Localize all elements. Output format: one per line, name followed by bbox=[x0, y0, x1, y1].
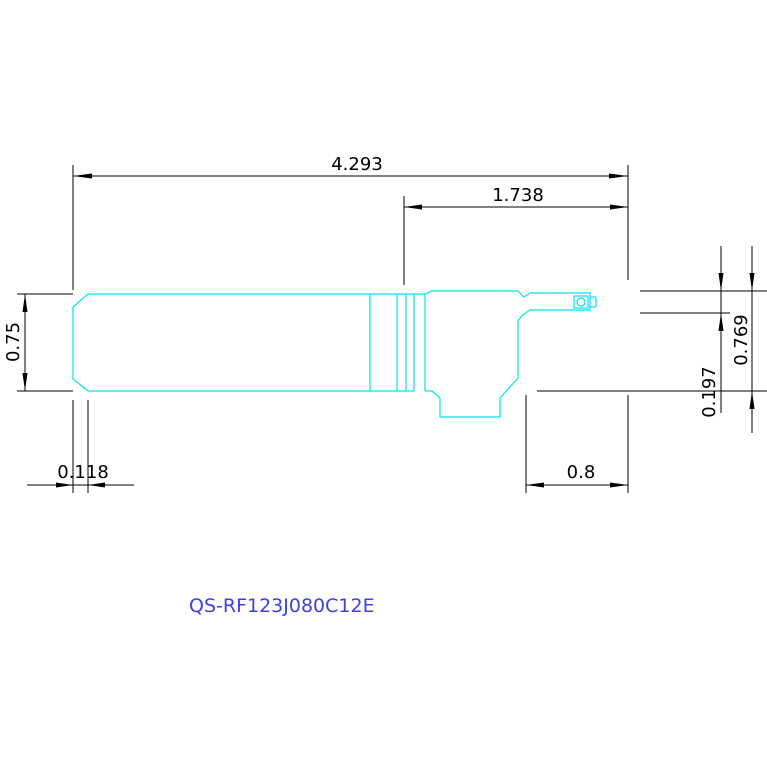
head-outline bbox=[414, 290, 591, 418]
dim-diameter: 0.75 bbox=[3, 293, 73, 392]
part-number: QS-RF123J080C12E bbox=[189, 595, 375, 617]
bolt-icon bbox=[573, 295, 597, 309]
dim-reach: 0.8 bbox=[525, 395, 629, 493]
dim-heights: 0.197 0.769 bbox=[537, 246, 767, 433]
tool-outline bbox=[72, 290, 597, 418]
reach-label: 0.8 bbox=[567, 462, 596, 483]
shank-outline bbox=[72, 293, 414, 392]
dim-overall-length: 4.293 bbox=[72, 154, 629, 290]
diameter-label: 0.75 bbox=[3, 322, 24, 362]
height-b-label: 0.769 bbox=[731, 314, 752, 366]
height-a-label: 0.197 bbox=[699, 366, 720, 418]
chamfer-label: 0.118 bbox=[57, 462, 109, 483]
overall-length-label: 4.293 bbox=[331, 154, 383, 175]
dim-head-length: 1.738 bbox=[403, 185, 628, 285]
head-length-label: 1.738 bbox=[492, 185, 544, 206]
dim-chamfer: 0.118 bbox=[27, 400, 134, 493]
